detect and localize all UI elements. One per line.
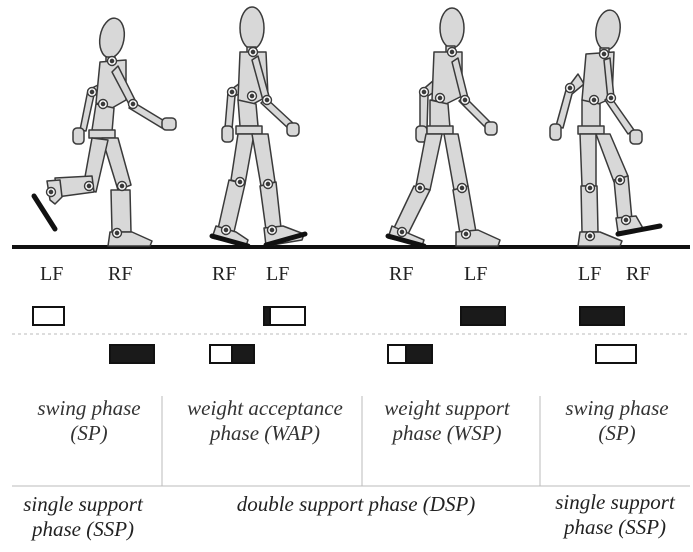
phase-label-2: weight acceptance phase (WAP)	[170, 396, 360, 446]
contact-box-2-upper-fill	[263, 306, 271, 326]
walker-figure-3	[385, 7, 501, 249]
contact-box-3-lower-fill	[405, 344, 433, 364]
walker-figure-2	[209, 6, 308, 249]
phase-label-1: swing phase (SP)	[16, 396, 162, 446]
foot-label-2a: RF	[212, 263, 237, 285]
phase-label-2-line2: phase (WAP)	[210, 421, 320, 445]
support-label-right-line2: phase (SSP)	[563, 515, 667, 539]
support-label-right-line1: single support	[555, 490, 675, 514]
foot-label-1a: LF	[40, 263, 64, 285]
support-label-middle: double support phase (DSP)	[236, 492, 476, 516]
support-label-left-line1: single support	[23, 492, 143, 516]
phase-label-3-line2: phase (WSP)	[392, 421, 502, 445]
phase-label-4-line1: swing phase	[565, 396, 669, 420]
walker-figure-4	[549, 9, 663, 247]
foot-label-4b: RF	[626, 263, 651, 285]
phase-label-4: swing phase (SP)	[544, 396, 690, 446]
foot-label-3a: RF	[389, 263, 414, 285]
phase-label-2-line1: weight acceptance	[187, 396, 343, 420]
foot-label-4a: LF	[578, 263, 602, 285]
phase-label-3-line1: weight support	[384, 396, 510, 420]
phase-label-1-line1: swing phase	[37, 396, 141, 420]
contact-box-1-lower	[109, 344, 155, 364]
support-label-left-line2: phase (SSP)	[31, 517, 135, 541]
foot-label-2b: LF	[266, 263, 290, 285]
contact-indicators	[32, 306, 637, 364]
contact-box-4-upper	[579, 306, 625, 326]
phase-label-4-line2: (SP)	[598, 421, 636, 445]
foot-label-1b: RF	[108, 263, 133, 285]
foot-label-3b: LF	[464, 263, 488, 285]
walker-figure-1	[31, 17, 177, 247]
phase-label-3: weight support phase (WSP)	[366, 396, 528, 446]
support-label-right: single support phase (SSP)	[538, 490, 692, 540]
contact-box-4-lower	[595, 344, 637, 364]
contact-box-3-upper	[460, 306, 506, 326]
contact-box-2-lower-fill	[231, 344, 255, 364]
support-label-left: single support phase (SSP)	[8, 492, 158, 542]
phase-label-1-line2: (SP)	[70, 421, 108, 445]
contact-box-1-upper	[32, 306, 65, 326]
